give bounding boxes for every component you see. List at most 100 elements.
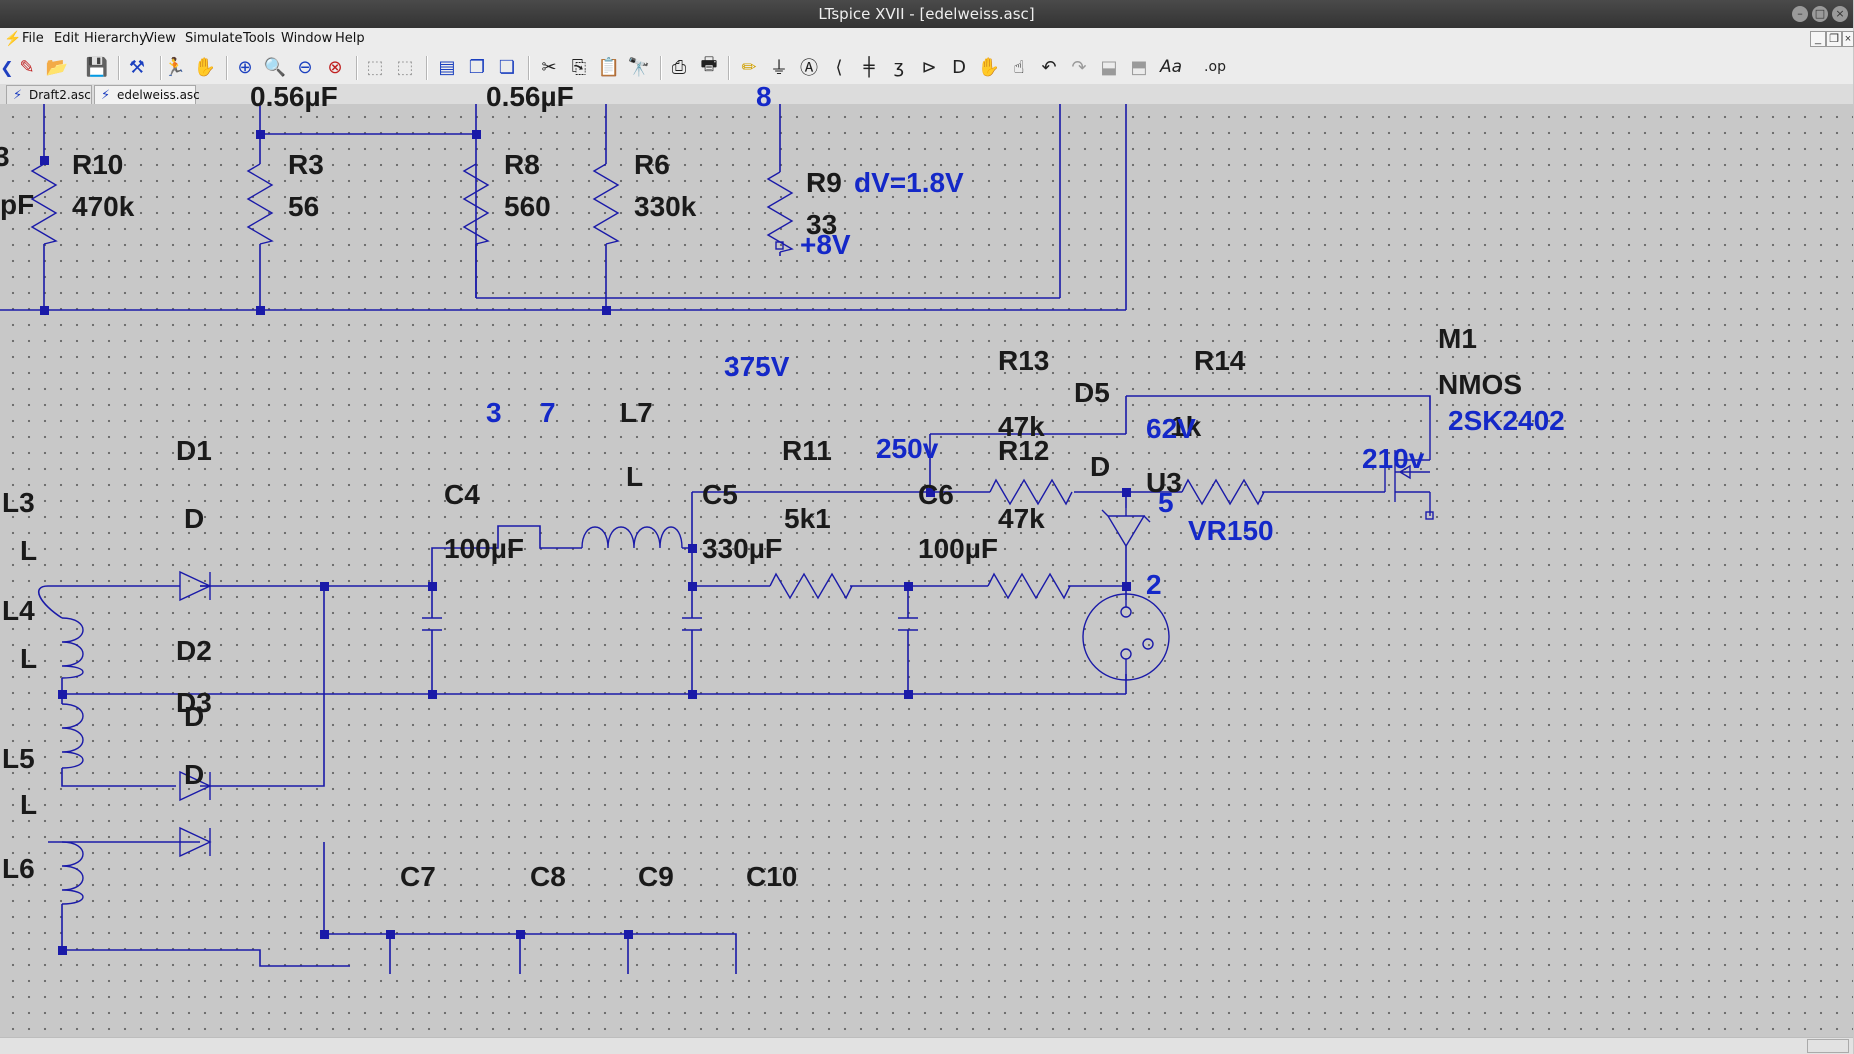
autoscale-y-icon[interactable]: ⬚: [396, 56, 414, 78]
move-icon[interactable]: ✋: [977, 56, 1001, 78]
close-icon[interactable]: ❏: [498, 56, 516, 78]
spice-directive-icon[interactable]: .op: [1204, 59, 1226, 75]
cascade-icon[interactable]: ❐: [468, 56, 486, 78]
find-icon[interactable]: 🔭: [627, 56, 651, 78]
tab-draft2[interactable]: ⚡Draft2.asc: [6, 85, 92, 105]
open-icon[interactable]: 📂: [45, 56, 69, 78]
r3-ref: R3: [288, 149, 324, 180]
tab-label: Draft2.asc: [29, 88, 91, 102]
r14-value: 1k: [1170, 411, 1202, 442]
menu-window[interactable]: Window: [281, 31, 333, 46]
ltspice-app-icon[interactable]: ⚡: [4, 30, 22, 46]
l4-value: L: [20, 643, 37, 674]
cut-icon[interactable]: ✂: [541, 56, 557, 78]
c4-value: 100µF: [444, 533, 524, 564]
minimize-icon[interactable]: –: [1792, 6, 1808, 22]
pin3-label: 3: [486, 397, 502, 428]
r12-ref: R12: [998, 435, 1049, 466]
d5-value: D: [1090, 451, 1110, 482]
schematic-icon: ⚡: [101, 88, 111, 103]
mdi-close-icon[interactable]: ×: [1842, 31, 1854, 47]
l5-ref: L5: [2, 743, 35, 774]
mdi-minimize-icon[interactable]: _: [1810, 31, 1826, 47]
u3-ref: U3: [1146, 467, 1182, 498]
text-icon[interactable]: Aa: [1159, 57, 1183, 77]
diode-icon[interactable]: ⊳: [921, 56, 937, 78]
print-setup-icon[interactable]: ⎙: [671, 56, 687, 78]
drag-icon[interactable]: ☝: [1013, 56, 1025, 78]
label-net-icon[interactable]: Ⓐ: [800, 58, 818, 79]
new-schematic-icon[interactable]: ✎: [19, 56, 35, 78]
r11-ref: R11: [782, 435, 832, 466]
tab-edelweiss[interactable]: ⚡ edelweiss.asc: [94, 85, 200, 105]
capacitor-icon[interactable]: ╪: [863, 56, 875, 78]
top-left-digit: 8: [756, 81, 772, 112]
toolbar: ❮ ✎ 📂 💾 ⚒ 🏃 ✋ ⊕ 🔍 ⊖ ⊗ ⬚ ⬚ ▤ ❐ ❏ ✂ ⎘ 📋 🔭 …: [0, 50, 1853, 85]
zoom-in-icon[interactable]: ⊕: [237, 56, 253, 78]
resistor-icon[interactable]: ⟨: [835, 56, 843, 78]
ground-icon[interactable]: ⏚: [770, 58, 788, 79]
menu-simulate[interactable]: Simulate: [185, 31, 243, 46]
control-panel-icon[interactable]: ⚒: [128, 56, 146, 78]
cut-value-left: pF: [0, 189, 34, 220]
save-icon[interactable]: 💾: [85, 56, 109, 78]
l3-value: L: [20, 535, 37, 566]
schematic-canvas[interactable]: 0.56µF 0.56µF 3 pF R10 470k R3 56 R8 560…: [0, 81, 1853, 1037]
copy-icon[interactable]: ⎘: [571, 56, 587, 78]
plus8-label: +8V: [800, 229, 851, 260]
menu-view[interactable]: View: [145, 31, 176, 46]
c10-ref: C10: [746, 861, 797, 892]
c4-ref: C4: [444, 479, 480, 510]
zoom-fit-icon[interactable]: ⊗: [327, 56, 343, 78]
menu-hierarchy[interactable]: Hierarchy: [84, 31, 147, 46]
r8-ref: R8: [504, 149, 540, 180]
zoom-out-icon[interactable]: ⊖: [297, 56, 313, 78]
l6-ref: L6: [2, 853, 35, 884]
l4-ref: L4: [2, 595, 35, 626]
c9-ref: C9: [638, 861, 674, 892]
undo-icon[interactable]: ↶: [1041, 56, 1057, 78]
autoscale-icon[interactable]: ⬚: [366, 56, 384, 78]
l3-ref: L3: [2, 487, 35, 518]
maximize-icon[interactable]: □: [1812, 6, 1828, 22]
r11-value: 5k1: [784, 503, 831, 534]
menu-bar: ⚡ File Edit Hierarchy View Simulate Tool…: [0, 28, 1854, 51]
menu-file[interactable]: File: [22, 31, 44, 46]
v62-label: 62V: [1146, 413, 1196, 444]
redo-icon[interactable]: ↷: [1071, 56, 1087, 78]
menu-help[interactable]: Help: [335, 31, 365, 46]
d2-ref: D2: [176, 635, 212, 666]
pin2-label: 2: [1146, 569, 1162, 600]
mirror-icon[interactable]: ⬒: [1130, 56, 1148, 78]
tab-label: edelweiss.asc: [117, 88, 200, 102]
draw-wire-icon[interactable]: ✏: [741, 56, 757, 78]
menu-tools[interactable]: Tools: [243, 31, 276, 46]
halt-icon[interactable]: ✋: [193, 56, 217, 78]
menu-edit[interactable]: Edit: [54, 31, 80, 46]
m1-ref: M1: [1438, 323, 1477, 354]
c7-ref: C7: [400, 861, 436, 892]
tile-icon[interactable]: ▤: [438, 56, 456, 78]
run-icon[interactable]: 🏃: [163, 56, 187, 78]
c-top-value: 0.56µF: [486, 81, 574, 112]
component-icon[interactable]: D: [952, 56, 966, 78]
mdi-restore-icon[interactable]: ❐: [1826, 31, 1842, 47]
c8-ref: C8: [530, 861, 566, 892]
l7-ref: L7: [620, 397, 653, 428]
zoom-pan-icon[interactable]: 🔍: [263, 56, 287, 78]
schematic-drawing: 0.56µF 0.56µF 3 pF R10 470k R3 56 R8 560…: [0, 81, 1565, 974]
r8-value: 560: [504, 191, 551, 222]
m1-model: 2SK2402: [1448, 405, 1565, 436]
inductor-icon[interactable]: ʒ: [893, 56, 905, 78]
close-window-icon[interactable]: ×: [1832, 6, 1848, 22]
component-symbols: [30, 163, 1434, 905]
rotate-icon[interactable]: ⬓: [1100, 56, 1118, 78]
r6-value: 330k: [634, 191, 697, 222]
l5-value: L: [20, 789, 37, 820]
paste-icon[interactable]: 📋: [597, 56, 621, 78]
print-icon[interactable]: 🖶: [700, 54, 718, 75]
r6-ref: R6: [634, 149, 670, 180]
v375-label: 375V: [724, 351, 790, 382]
d3-ref: D3: [176, 687, 212, 718]
r10-ref: R10: [72, 149, 123, 180]
